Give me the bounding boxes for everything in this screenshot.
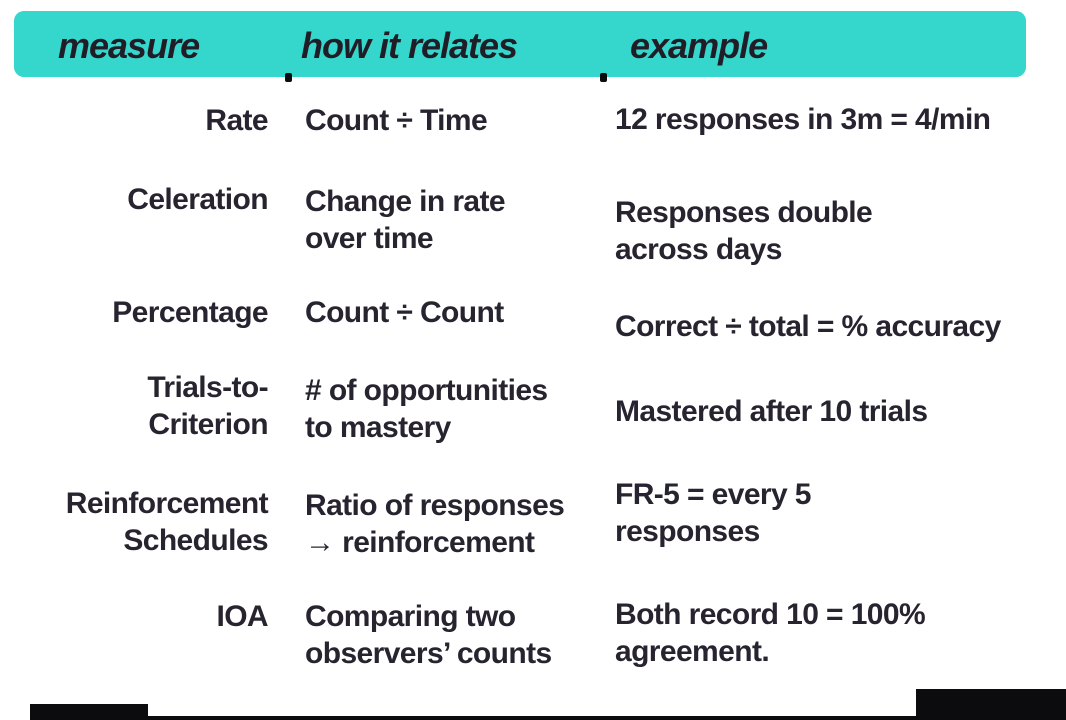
measure-label-rate: Rate bbox=[205, 104, 268, 137]
measure-label-percentage: Percentage bbox=[112, 296, 268, 329]
example-percentage: Correct ÷ total = % accuracy bbox=[615, 310, 1001, 343]
relates-ioa: Comparing two observers’ counts bbox=[305, 600, 552, 670]
table-header-bar: measure how it relates example bbox=[14, 11, 1026, 77]
relates-percentage: Count ÷ Count bbox=[305, 296, 504, 329]
column-header-measure: measure bbox=[58, 25, 200, 66]
measure-label-celeration: Celeration bbox=[127, 183, 268, 216]
relates-rate: Count ÷ Time bbox=[305, 104, 488, 137]
header-edge-mark-right bbox=[600, 73, 607, 82]
bottom-right-remnant bbox=[916, 689, 1066, 720]
relates-reinforcement-schedules: Ratio of responses → reinforcement bbox=[305, 489, 565, 559]
bottom-border-line bbox=[30, 716, 1066, 720]
bottom-left-remnant bbox=[30, 704, 148, 720]
measure-label-trials-to-criterion: Trials-to- Criterion bbox=[147, 371, 268, 441]
example-celeration: Responses double across days bbox=[615, 196, 873, 266]
measure-label-ioa: IOA bbox=[216, 600, 268, 633]
example-reinforcement-schedules: FR-5 = every 5 responses bbox=[615, 478, 811, 548]
example-trials-to-criterion: Mastered after 10 trials bbox=[615, 395, 928, 428]
example-ioa: Both record 10 = 100% agreement. bbox=[615, 598, 926, 668]
example-rate: 12 responses in 3m = 4/min bbox=[615, 103, 991, 136]
column-header-example: example bbox=[630, 25, 768, 66]
relates-celeration: Change in rate over time bbox=[305, 185, 506, 255]
measure-label-reinforcement-schedules: Reinforcement Schedules bbox=[65, 487, 269, 557]
header-edge-mark-left bbox=[285, 73, 292, 82]
relates-trials-to-criterion: # of opportunities to mastery bbox=[305, 374, 548, 444]
column-header-how-it-relates: how it relates bbox=[301, 25, 518, 66]
